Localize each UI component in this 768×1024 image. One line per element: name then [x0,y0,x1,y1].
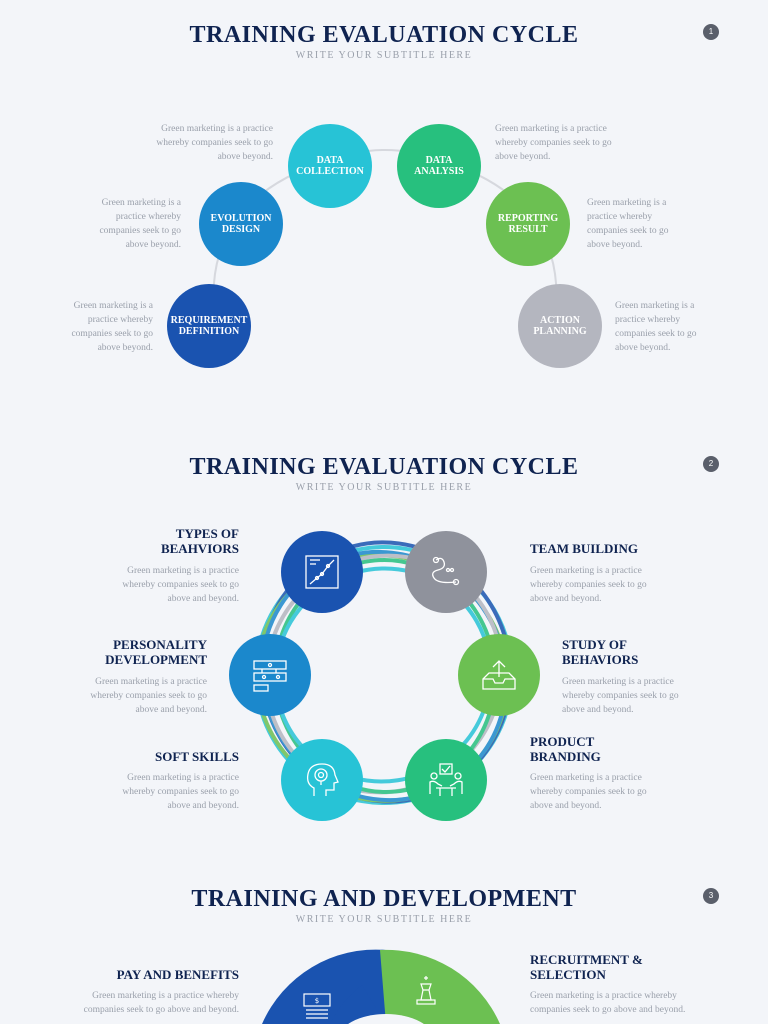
desc-data-analysis: Green marketing is a practice whereby co… [495,124,612,162]
desc-study-of-behaviors: Green marketing is a practice whereby co… [562,677,679,715]
head-soft-skills: SOFT SKILLS [155,749,239,764]
item-study-of-behaviors[interactable] [458,634,540,716]
inbox-upload-icon [482,660,516,690]
head-team-building: TEAM BUILDING [530,541,638,556]
head-idea-icon [306,763,339,796]
step-data-analysis[interactable]: DATA ANALYSIS [397,124,481,208]
item-soft-skills[interactable] [281,739,363,821]
slide3-page-number: 3 [703,888,719,904]
slide2-title: TRAINING EVALUATION CYCLE [189,454,579,480]
chess-icon [416,976,436,1005]
desc-recruitment-selection: Green marketing is a practice whereby co… [530,991,686,1015]
step-data-collection[interactable]: DATA COLLECTION [288,124,372,208]
item-team-building[interactable] [405,531,487,613]
slide3-subtitle: WRITE YOUR SUBTITLE HERE [295,914,473,925]
desc-action-planning: Green marketing is a practice whereby co… [615,301,697,353]
chart-icon [305,555,339,589]
desc-product-branding: Green marketing is a practice whereby co… [530,773,647,811]
head-pay-and-benefits: PAY AND BENEFITS [116,967,239,982]
slide1-page-number: 1 [703,24,719,40]
desc-types-of-behaviors: Green marketing is a practice whereby co… [122,566,239,604]
slide1-subtitle: WRITE YOUR SUBTITLE HERE [295,50,473,61]
slide3-title: TRAINING AND DEVELOPMENT [191,886,577,912]
item-recruitment-selection[interactable] [411,974,441,1008]
desc-data-collection: Green marketing is a practice whereby co… [156,124,273,162]
desc-personality-development: Green marketing is a practice whereby co… [90,677,207,715]
desc-evolution-design: Green marketing is a practice whereby co… [99,198,181,250]
step-requirement-definition[interactable]: REQUIREMENT DEFINITION [167,284,251,368]
money-icon: $ [303,993,331,1019]
head-study-of-behaviors: STUDY OF BEHAVIORS [562,637,639,667]
step-reporting-result[interactable]: REPORTING RESULT [486,182,570,266]
desc-soft-skills: Green marketing is a practice whereby co… [122,773,239,811]
head-product-branding: PRODUCT BRANDING [530,734,601,764]
desc-pay-and-benefits: Green marketing is a practice whereby co… [83,991,239,1015]
meeting-icon [429,763,463,796]
item-types-of-behaviors[interactable] [281,531,363,613]
slide2-page-number: 2 [703,456,719,472]
step-evolution-design[interactable]: EVOLUTION DESIGN [199,182,283,266]
item-pay-and-benefits[interactable]: $ [302,990,332,1020]
flow-icon [253,660,287,692]
desc-team-building: Green marketing is a practice whereby co… [530,566,647,604]
slide1-title: TRAINING EVALUATION CYCLE [189,22,579,48]
item-product-branding[interactable] [405,739,487,821]
slide2-subtitle: WRITE YOUR SUBTITLE HERE [295,482,473,493]
desc-reporting-result: Green marketing is a practice whereby co… [587,198,669,250]
svg-text:$: $ [315,997,319,1005]
head-personality-development: PERSONALITY DEVELOPMENT [105,637,207,667]
head-recruitment-selection: RECRUITMENT & SELECTION [530,952,643,982]
head-types-of-behaviors: TYPES OF BEAHVIORS [160,526,239,556]
step-action-planning[interactable]: ACTION PLANNING [518,284,602,368]
desc-requirement-definition: Green marketing is a practice whereby co… [71,301,153,353]
item-personality-development[interactable] [229,634,311,716]
route-icon [432,556,460,586]
